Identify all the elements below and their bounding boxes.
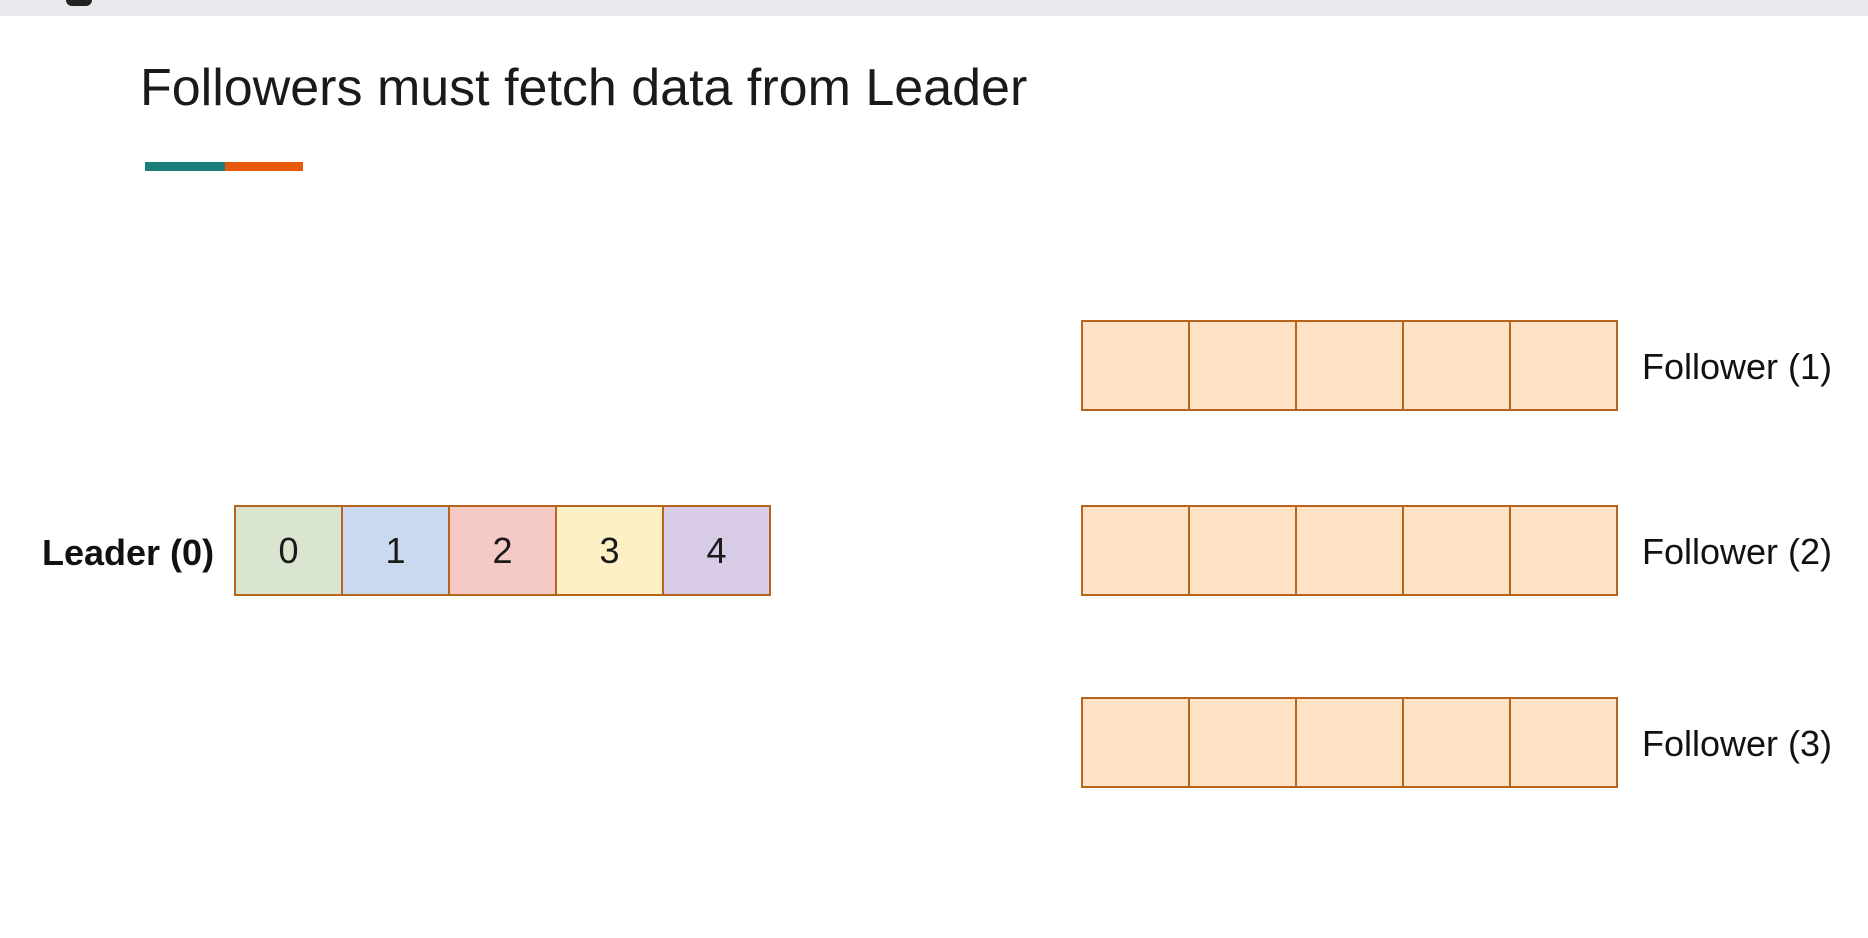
leader-cell-value: 3	[599, 529, 620, 571]
follower-2-label: Follower (2)	[1642, 531, 1833, 572]
leader-cell-value: 4	[706, 529, 727, 571]
follower-cell	[1511, 505, 1618, 596]
leader-cell: 1	[343, 505, 450, 596]
follower-cell	[1190, 505, 1297, 596]
follower-cell	[1297, 697, 1404, 788]
follower-cell	[1511, 320, 1618, 411]
leader-cell: 3	[557, 505, 664, 596]
leader-cell: 4	[664, 505, 771, 596]
follower-3-log	[1081, 697, 1618, 788]
leader-cell-value: 0	[278, 529, 299, 571]
follower-3-label: Follower (3)	[1642, 723, 1833, 764]
leader-log: 0 1 2 3 4	[234, 505, 771, 596]
underline-orange-segment	[225, 162, 303, 171]
follower-1-label: Follower (1)	[1642, 346, 1833, 387]
leader-label: Leader (0)	[42, 532, 215, 573]
slide-title: Followers must fetch data from Leader	[140, 59, 1028, 117]
leader-cell: 0	[236, 505, 343, 596]
top-bar-mark	[66, 0, 92, 6]
follower-2-log	[1081, 505, 1618, 596]
underline-teal-segment	[145, 162, 225, 171]
follower-cell	[1404, 697, 1511, 788]
title-underline	[145, 162, 303, 171]
follower-cell	[1083, 320, 1190, 411]
follower-cell	[1404, 505, 1511, 596]
follower-1-log	[1081, 320, 1618, 411]
leader-cell: 2	[450, 505, 557, 596]
follower-cell	[1297, 505, 1404, 596]
leader-cell-value: 1	[385, 529, 406, 571]
top-bar	[0, 0, 1868, 16]
follower-cell	[1083, 505, 1190, 596]
follower-cell	[1190, 697, 1297, 788]
follower-cell	[1190, 320, 1297, 411]
follower-cell	[1297, 320, 1404, 411]
follower-cell	[1511, 697, 1618, 788]
follower-cell	[1404, 320, 1511, 411]
leader-cell-value: 2	[492, 529, 513, 571]
follower-cell	[1083, 697, 1190, 788]
